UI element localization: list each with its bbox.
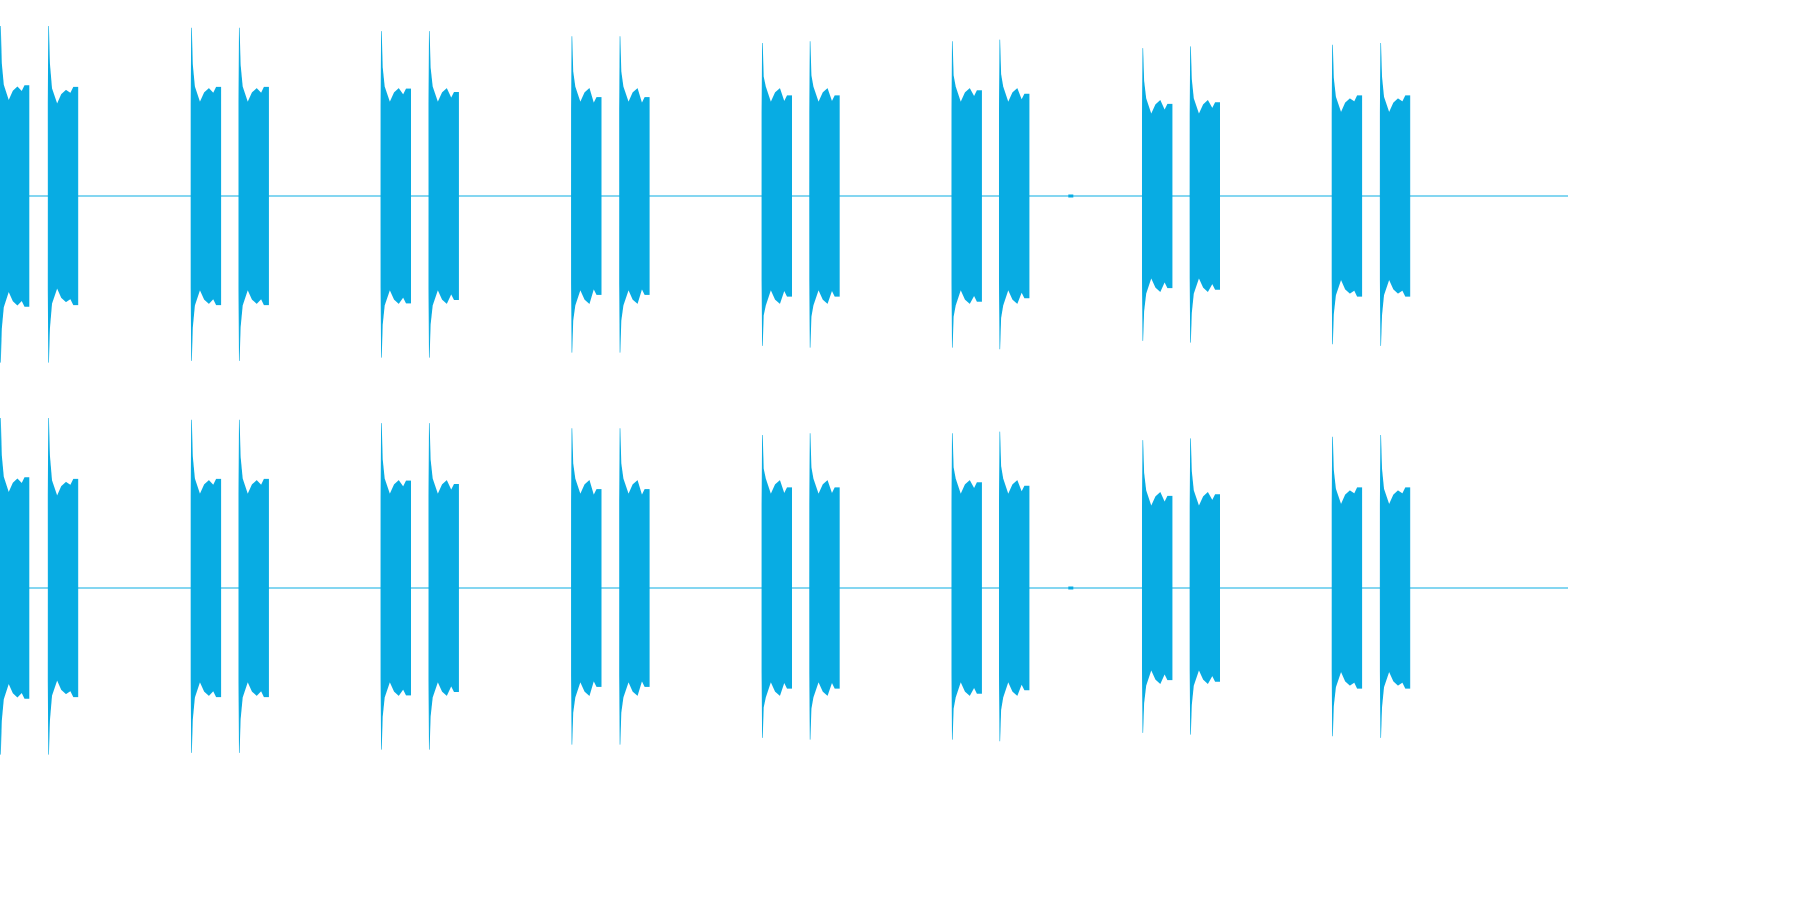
- waveform-burst: [761, 42, 792, 346]
- waveform-canvas[interactable]: [0, 0, 1568, 784]
- waveform-burst: [809, 41, 840, 348]
- waveform-burst: [761, 434, 792, 738]
- waveform-blip: [1068, 194, 1074, 198]
- waveform-burst: [809, 433, 840, 740]
- waveform-burst: [428, 31, 459, 358]
- waveform-burst: [47, 417, 79, 755]
- waveform-burst: [1189, 438, 1220, 735]
- waveform-burst: [380, 31, 411, 358]
- waveform-burst: [1379, 42, 1411, 346]
- waveform-burst: [571, 36, 602, 353]
- waveform-burst: [238, 27, 269, 361]
- waveform-burst: [951, 41, 982, 348]
- waveform-burst: [1189, 46, 1220, 343]
- waveform-burst: [998, 431, 1030, 742]
- waveform-burst: [0, 25, 30, 363]
- waveform-burst: [238, 419, 269, 753]
- waveform-burst: [0, 417, 30, 755]
- waveform-burst: [951, 433, 982, 740]
- waveform-view[interactable]: [0, 0, 1568, 784]
- channel-right-track[interactable]: [0, 417, 1568, 755]
- waveform-burst: [190, 419, 222, 753]
- waveform-burst: [190, 27, 222, 361]
- waveform-burst: [571, 428, 602, 745]
- waveform-burst: [998, 39, 1030, 350]
- waveform-burst: [1331, 436, 1363, 737]
- waveform-burst: [1379, 434, 1411, 738]
- waveform-burst: [1141, 48, 1173, 341]
- waveform-burst: [619, 428, 650, 745]
- waveform-burst: [1141, 440, 1173, 733]
- waveform-blip: [1068, 586, 1074, 590]
- waveform-burst: [47, 25, 79, 363]
- waveform-burst: [380, 423, 411, 750]
- channel-left-track[interactable]: [0, 25, 1568, 363]
- waveform-burst: [1331, 44, 1363, 345]
- waveform-burst: [619, 36, 650, 353]
- waveform-burst: [428, 423, 459, 750]
